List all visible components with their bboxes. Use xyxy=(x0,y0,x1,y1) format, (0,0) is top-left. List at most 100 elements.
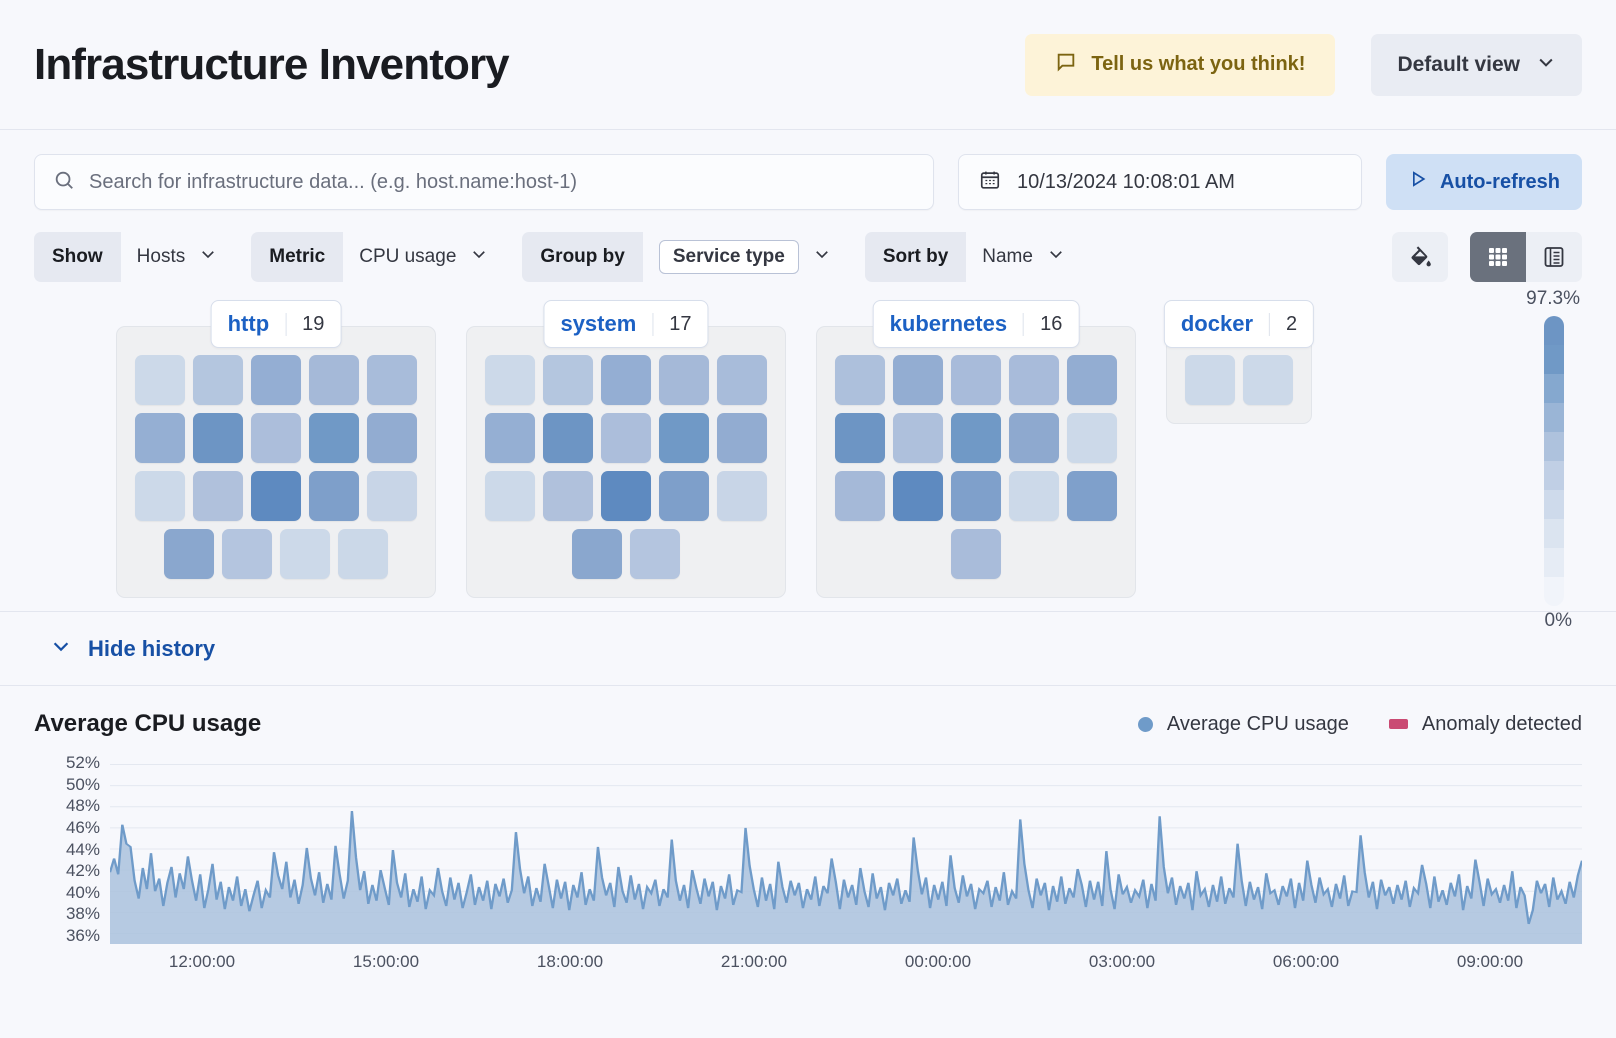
search-row: Search for infrastructure data... (e.g. … xyxy=(34,154,1582,210)
host-tile[interactable] xyxy=(835,413,885,463)
default-view-button[interactable]: Default view xyxy=(1371,33,1582,96)
y-tick-label: 38% xyxy=(65,904,100,924)
host-tile[interactable] xyxy=(135,413,185,463)
tile-grid xyxy=(135,355,417,579)
host-tile[interactable] xyxy=(543,355,593,405)
filter-metric[interactable]: Metric CPU usage xyxy=(251,232,504,282)
host-tile[interactable] xyxy=(222,529,272,579)
date-picker[interactable]: 10/13/2024 10:08:01 AM xyxy=(958,154,1362,210)
host-tile[interactable] xyxy=(309,413,359,463)
paint-bucket-icon[interactable] xyxy=(1392,232,1448,282)
host-tile[interactable] xyxy=(951,355,1001,405)
host-tile[interactable] xyxy=(1009,413,1059,463)
x-tick-label: 15:00:00 xyxy=(352,952,420,971)
host-tile[interactable] xyxy=(338,529,388,579)
scale-step xyxy=(1544,345,1564,374)
group-name[interactable]: http xyxy=(227,311,270,336)
host-tile[interactable] xyxy=(485,413,535,463)
host-tile[interactable] xyxy=(572,529,622,579)
hide-history-toggle[interactable]: Hide history xyxy=(0,612,1616,686)
host-tile[interactable] xyxy=(893,355,943,405)
host-tile[interactable] xyxy=(485,355,535,405)
host-tile[interactable] xyxy=(601,355,651,405)
host-tile[interactable] xyxy=(717,355,767,405)
group-header-system[interactable]: system 17 xyxy=(543,300,709,348)
host-tile[interactable] xyxy=(893,413,943,463)
host-tile[interactable] xyxy=(659,413,709,463)
host-tile[interactable] xyxy=(951,529,1001,579)
host-tile[interactable] xyxy=(280,529,330,579)
host-tile[interactable] xyxy=(135,471,185,521)
filter-sort-by[interactable]: Sort by Name xyxy=(864,232,1081,282)
host-tile[interactable] xyxy=(659,471,709,521)
auto-refresh-button[interactable]: Auto-refresh xyxy=(1386,154,1582,210)
host-tile[interactable] xyxy=(1185,355,1235,405)
host-tile[interactable] xyxy=(630,529,680,579)
chevron-down-icon xyxy=(470,245,488,269)
filter-group-by-value[interactable]: Service type xyxy=(643,232,847,282)
host-tile[interactable] xyxy=(485,471,535,521)
host-tile[interactable] xyxy=(1067,471,1117,521)
host-tile[interactable] xyxy=(164,529,214,579)
host-tile[interactable] xyxy=(717,413,767,463)
legend-item-average-cpu-usage[interactable]: Average CPU usage xyxy=(1137,713,1349,736)
host-tile[interactable] xyxy=(251,413,301,463)
tile-row xyxy=(485,529,767,579)
host-tile[interactable] xyxy=(717,471,767,521)
x-tick-label: 21:00:00 xyxy=(720,952,788,971)
y-tick-label: 52% xyxy=(65,753,100,772)
feedback-button[interactable]: Tell us what you think! xyxy=(1025,33,1336,96)
chart-title: Average CPU usage xyxy=(34,710,262,737)
host-tile[interactable] xyxy=(893,471,943,521)
host-tile[interactable] xyxy=(193,355,243,405)
tile-row xyxy=(835,471,1117,521)
host-tile[interactable] xyxy=(251,471,301,521)
y-tick-label: 44% xyxy=(65,839,100,859)
host-tile[interactable] xyxy=(367,355,417,405)
host-tile[interactable] xyxy=(309,355,359,405)
table-view-icon[interactable] xyxy=(1526,232,1582,282)
filter-metric-value[interactable]: CPU usage xyxy=(343,232,504,282)
host-tile[interactable] xyxy=(659,355,709,405)
group-name[interactable]: docker xyxy=(1180,311,1254,336)
search-input[interactable]: Search for infrastructure data... (e.g. … xyxy=(34,154,934,210)
filter-show-value[interactable]: Hosts xyxy=(121,232,234,282)
host-tile[interactable] xyxy=(951,471,1001,521)
host-tile[interactable] xyxy=(835,471,885,521)
host-tile[interactable] xyxy=(543,471,593,521)
host-tile[interactable] xyxy=(1067,413,1117,463)
host-tile[interactable] xyxy=(601,471,651,521)
host-tile[interactable] xyxy=(135,355,185,405)
filter-group-by[interactable]: Group by Service type xyxy=(522,232,846,282)
host-tile[interactable] xyxy=(1009,471,1059,521)
view-mode-toggle[interactable] xyxy=(1470,232,1582,282)
host-tile[interactable] xyxy=(951,413,1001,463)
host-tile[interactable] xyxy=(193,413,243,463)
group-name[interactable]: system xyxy=(560,311,637,336)
search-icon xyxy=(53,169,75,196)
host-tile[interactable] xyxy=(1243,355,1293,405)
host-tile[interactable] xyxy=(193,471,243,521)
controls-area: Search for infrastructure data... (e.g. … xyxy=(0,130,1616,282)
scale-step xyxy=(1544,461,1564,490)
chart-canvas[interactable] xyxy=(110,754,1582,944)
host-tile[interactable] xyxy=(1009,355,1059,405)
host-tile[interactable] xyxy=(1067,355,1117,405)
host-tile[interactable] xyxy=(835,355,885,405)
host-tile[interactable] xyxy=(251,355,301,405)
host-tile[interactable] xyxy=(367,413,417,463)
group-count: 17 xyxy=(652,312,707,336)
host-tile[interactable] xyxy=(543,413,593,463)
legend-item-anomaly-detected[interactable]: Anomaly detected xyxy=(1388,713,1582,736)
group-name[interactable]: kubernetes xyxy=(889,311,1008,336)
host-tile[interactable] xyxy=(367,471,417,521)
filter-show[interactable]: Show Hosts xyxy=(34,232,233,282)
filter-sort-by-value[interactable]: Name xyxy=(966,232,1081,282)
filter-sort-by-value-text: Name xyxy=(982,246,1033,267)
host-tile[interactable] xyxy=(309,471,359,521)
host-tile[interactable] xyxy=(601,413,651,463)
grid-view-icon[interactable] xyxy=(1470,232,1526,282)
